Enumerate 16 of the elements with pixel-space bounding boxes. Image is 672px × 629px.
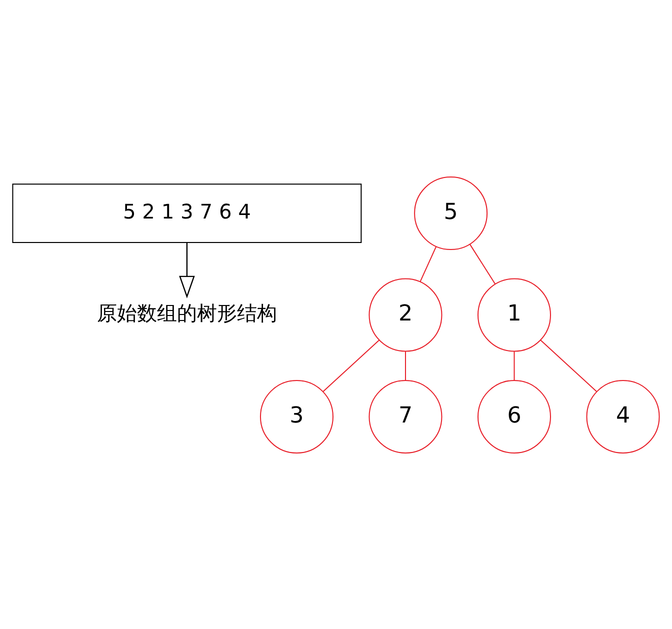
node-circle: 2 <box>368 278 442 352</box>
node-circle: 1 <box>478 278 552 352</box>
connector <box>420 246 437 282</box>
node-circle: 4 <box>586 379 660 453</box>
connector <box>322 339 380 392</box>
node-circle: 5 <box>414 176 488 250</box>
connector <box>540 339 597 392</box>
connector <box>404 350 406 380</box>
arrow <box>179 242 195 298</box>
node-circle: 7 <box>368 379 442 453</box>
node-text: 原始数组的树形结构 <box>96 300 277 325</box>
node-circle: 6 <box>478 379 552 453</box>
connector <box>514 350 515 380</box>
connector <box>469 243 496 284</box>
node-box: 5 2 1 3 7 6 4 <box>12 183 362 242</box>
node-circle: 3 <box>260 379 334 453</box>
